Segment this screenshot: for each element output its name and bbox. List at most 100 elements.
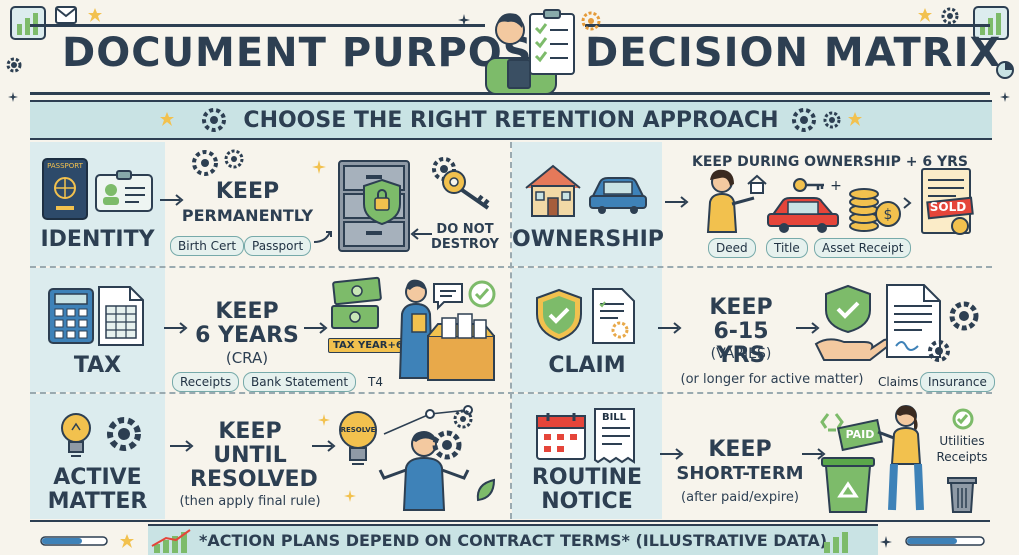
tax-rule: 6 YEARS <box>195 323 299 348</box>
claim-rule: 6-15 YRS <box>713 319 769 368</box>
gear-icon <box>941 7 959 25</box>
footer-band <box>148 524 878 555</box>
key-icon <box>793 178 824 192</box>
title-left-text: DOCUMENT PURPOS <box>62 30 533 76</box>
star-icon <box>918 8 932 22</box>
claim-note: (or longer for active matter) <box>680 372 864 387</box>
category-identity: IDENTITY <box>40 227 155 252</box>
ownership-pill-asset-receipt: Asset Receipt <box>814 238 912 258</box>
pie-chart-icon <box>996 61 1014 79</box>
title-rule-left <box>30 24 485 27</box>
sparkle-icon <box>312 160 326 174</box>
chevron-right-icon <box>903 197 912 209</box>
routine-note: (after paid/expire) <box>681 490 799 505</box>
label-cell-claim <box>512 268 662 392</box>
identity-rule: PERMANENTLY <box>181 206 314 225</box>
routine-keep: KEEP <box>708 437 772 462</box>
gear-icon <box>581 11 601 31</box>
mail-icon <box>55 6 77 24</box>
gears-icon <box>192 149 244 176</box>
sparkle-icon <box>318 414 330 426</box>
check-circle-icon <box>952 408 974 430</box>
arrow-icon <box>796 322 820 334</box>
gear-icon <box>107 417 141 451</box>
page-title: DOCUMENT PURPOS DECISION MATRIX <box>0 30 1019 92</box>
sold-document-icon <box>921 168 974 235</box>
gear-icon <box>928 340 950 362</box>
tax-keep: KEEP <box>215 299 279 324</box>
tax-pill-bank-statement: Bank Statement <box>243 372 357 392</box>
title-rule-right <box>585 24 990 27</box>
passport-icon-text: PASSPORT <box>47 162 83 170</box>
curved-arrow-icon <box>313 231 332 243</box>
ownership-rule: KEEP DURING OWNERSHIP + 6 YRS <box>692 154 968 170</box>
sparkle-icon <box>458 14 470 26</box>
cash-icon <box>331 276 382 329</box>
contract-document-icon <box>886 284 941 358</box>
leaf-icon <box>476 478 496 502</box>
identity-pill-passport: Passport <box>244 236 312 256</box>
arrow-icon <box>660 448 684 460</box>
sparkle-icon <box>1000 92 1010 102</box>
tax-pill-t4: T4 <box>368 375 383 389</box>
bill-icon <box>594 408 635 464</box>
ownership-pill-deed: Deed <box>708 238 756 258</box>
active-rule-2: RESOLVED <box>190 467 318 492</box>
claim-pill-claims: Claims <box>878 375 919 389</box>
check-circle-icon <box>468 280 496 308</box>
routine-items-line-1: Utilities <box>939 434 985 448</box>
star-icon <box>160 112 174 126</box>
arrow-icon <box>665 196 689 208</box>
sparkle-icon <box>344 490 356 502</box>
bar-chart-icon <box>973 6 1009 40</box>
sold-stamp-text: SOLD <box>929 200 967 214</box>
id-card-icon <box>95 170 153 212</box>
category-active-line-2: MATTER <box>47 489 148 514</box>
resolve-bulb-icon <box>339 411 377 465</box>
network-icon <box>383 405 473 435</box>
claim-pill-insurance: Insurance <box>920 372 995 392</box>
active-keep: KEEP <box>218 419 282 444</box>
calculator-icon <box>48 288 94 344</box>
title-right-text: DECISION MATRIX <box>585 30 1002 76</box>
filing-cabinet-icon <box>338 160 410 252</box>
arrow-icon <box>304 322 328 334</box>
arrow-icon <box>164 322 188 334</box>
passport-icon <box>42 158 88 220</box>
tax-sub: (CRA) <box>225 349 269 367</box>
arrow-icon <box>170 440 194 452</box>
gear-icon <box>949 301 979 331</box>
arrow-icon <box>802 448 826 460</box>
identity-keep: KEEP <box>215 179 280 204</box>
active-rule-1: UNTIL <box>213 443 287 468</box>
routine-items-line-2: Receipts <box>936 450 988 464</box>
progress-bar-icon <box>40 536 108 546</box>
category-claim: CLAIM <box>548 353 626 378</box>
shield-check-icon <box>536 288 582 342</box>
gear-icon <box>6 57 22 73</box>
star-icon <box>88 8 102 22</box>
gear-icon <box>823 111 841 129</box>
key-icon <box>442 170 490 210</box>
car-icon <box>767 197 839 233</box>
trash-can-icon <box>947 477 977 513</box>
active-note: (then apply final rule) <box>179 494 321 509</box>
footer-rule <box>30 520 990 522</box>
label-cell-active <box>30 394 165 519</box>
recycle-bin-icon <box>821 457 875 513</box>
recycle-icon <box>820 413 844 432</box>
category-active-line-1: ACTIVE <box>53 465 142 490</box>
category-tax: TAX <box>73 353 122 378</box>
spreadsheet-icon <box>98 286 144 346</box>
subtitle-text: CHOOSE THE RIGHT RETENTION APPROACH <box>243 108 779 133</box>
person-keys-illustration <box>706 169 755 233</box>
person-shrug-illustration <box>378 431 470 511</box>
small-house-icon <box>747 174 767 194</box>
resolve-bulb-text: RESOLVE <box>340 426 376 434</box>
ownership-pill-title: Title <box>766 238 808 258</box>
gear-icon <box>432 430 462 460</box>
paid-note-text: PAID <box>845 428 875 441</box>
footer-note: *ACTION PLANS DEPEND ON CONTRACT TERMS* … <box>198 531 828 550</box>
bar-chart-icon <box>824 532 848 553</box>
house-icon <box>525 164 581 217</box>
